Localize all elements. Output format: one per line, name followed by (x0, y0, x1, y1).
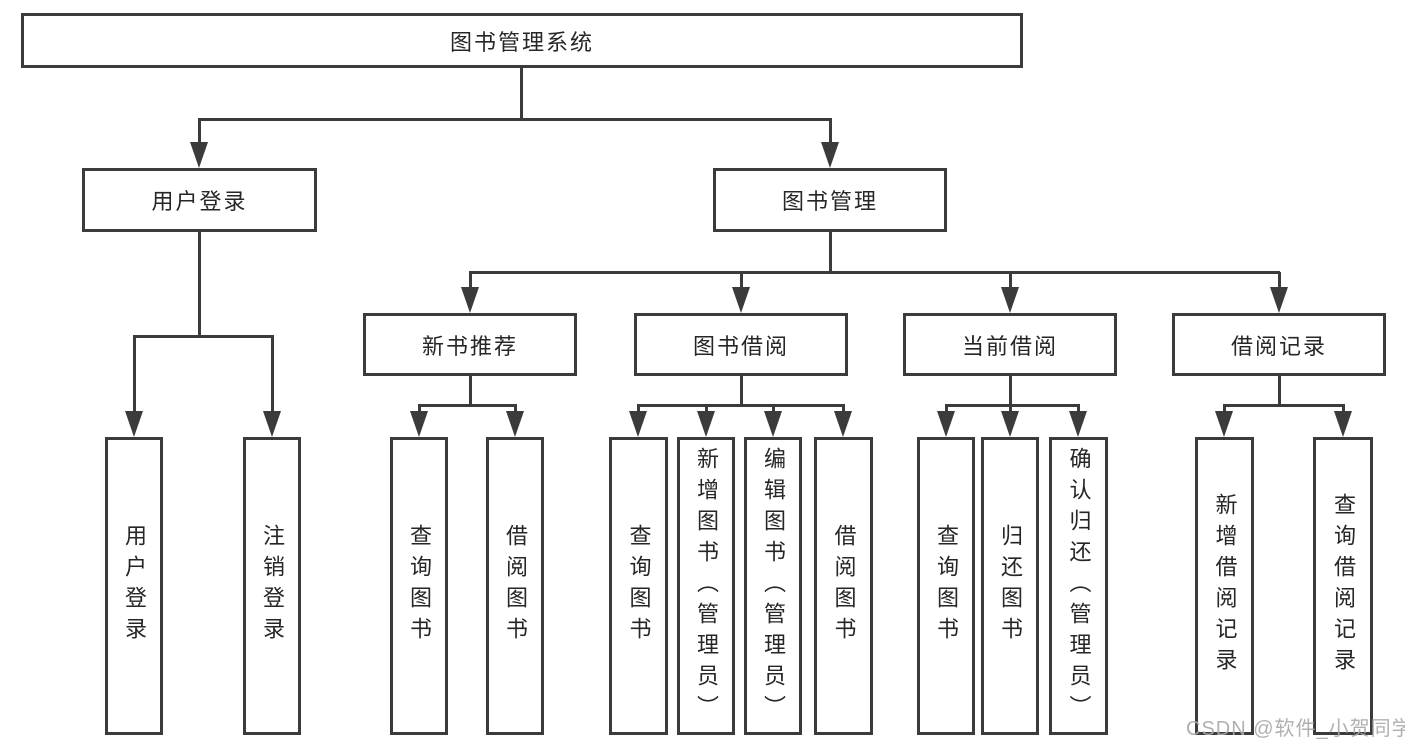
arrowhead-leaf-return-book (1001, 411, 1019, 437)
leaf-confirm-return-admin: 确认归还（管理员） (1049, 437, 1108, 735)
node-user-login: 用户登录 (82, 168, 317, 232)
connector-borrow-records-stem (1277, 376, 1281, 405)
leaf-user-login: 用户登录 (105, 437, 163, 735)
connector-new-book-recommend-bus (417, 403, 517, 407)
connector-book-management-bus (468, 270, 1280, 274)
connector-to-leaf-confirm-return (1076, 405, 1080, 413)
arrowhead-leaf-add-book (697, 411, 715, 437)
connector-to-leaf-user-login (132, 336, 136, 414)
connector-to-leaf-add-book (704, 405, 708, 413)
node-user-login-label: 用户登录 (151, 189, 248, 214)
connector-to-leaf-borrow-newrec (513, 405, 517, 413)
node-current-borrow: 当前借阅 (903, 313, 1117, 376)
leaf-user-login-label: 用户登录 (122, 524, 147, 648)
leaf-borrow-books-newrec-label: 借阅图书 (503, 524, 528, 648)
csdn-watermark: CSDN @软件_小贺同学 (1186, 718, 1405, 740)
connector-new-book-recommend-stem (468, 376, 472, 405)
connector-to-leaf-query-newrec (417, 405, 421, 413)
node-borrow-records-label: 借阅记录 (1230, 333, 1327, 359)
connector-current-borrow-bus (944, 403, 1080, 407)
connector-root-to-book-management (828, 119, 832, 145)
connector-to-leaf-query-current (944, 405, 948, 413)
leaf-logout: 注销登录 (243, 437, 301, 735)
connector-to-book-borrow (739, 272, 743, 289)
node-new-book-recommend: 新书推荐 (363, 313, 577, 376)
leaf-add-borrow-record-label: 新增借阅记录 (1212, 493, 1238, 679)
connector-to-leaf-query-record (1341, 405, 1345, 413)
leaf-query-books-newrec: 查询图书 (390, 437, 448, 735)
leaf-edit-book-admin: 编辑图书（管理员） (744, 437, 802, 735)
leaf-add-book-admin: 新增图书（管理员） (677, 437, 735, 735)
leaf-query-books-borrow: 查询图书 (609, 437, 668, 735)
node-book-management-label: 图书管理 (781, 189, 878, 214)
connector-to-borrow-records (1277, 272, 1281, 289)
arrowhead-leaf-query-record (1334, 411, 1352, 437)
connector-to-leaf-return-book (1008, 405, 1012, 413)
leaf-return-book-label: 归还图书 (998, 524, 1023, 648)
arrowhead-user-login (190, 142, 208, 168)
connector-current-borrow-stem (1008, 376, 1012, 405)
connector-root-to-user-login (197, 119, 201, 145)
arrowhead-book-borrow (732, 287, 750, 313)
arrowhead-leaf-logout (263, 411, 281, 437)
connector-borrow-records-bus (1222, 403, 1345, 407)
arrowhead-leaf-user-login (125, 411, 143, 437)
node-root-label: 图书管理系统 (449, 29, 594, 55)
leaf-query-borrow-record: 查询借阅记录 (1313, 437, 1373, 735)
leaf-borrow-books-borrow: 借阅图书 (814, 437, 873, 735)
arrowhead-leaf-confirm-return (1069, 411, 1087, 437)
arrowhead-borrow-records (1270, 287, 1288, 313)
leaf-return-book: 归还图书 (981, 437, 1039, 735)
arrowhead-leaf-borrow-newrec (506, 411, 524, 437)
leaf-borrow-books-newrec: 借阅图书 (486, 437, 544, 735)
arrowhead-leaf-query-borrow (629, 411, 647, 437)
connector-to-leaf-borrow-book (841, 405, 845, 413)
connector-to-leaf-query-borrow (636, 405, 640, 413)
arrowhead-current-borrow (1001, 287, 1019, 313)
arrowhead-leaf-query-current (937, 411, 955, 437)
connector-to-leaf-edit-book (771, 405, 775, 413)
leaf-add-book-admin-label: 新增图书（管理员） (694, 446, 719, 726)
arrowhead-leaf-add-record (1215, 411, 1233, 437)
node-book-borrow: 图书借阅 (634, 313, 848, 376)
connector-to-current-borrow (1008, 272, 1012, 289)
node-current-borrow-label: 当前借阅 (961, 333, 1058, 359)
node-book-borrow-label: 图书借阅 (692, 333, 789, 359)
connector-to-leaf-logout (270, 336, 274, 414)
arrowhead-book-management (821, 142, 839, 168)
leaf-borrow-books-borrow-label: 借阅图书 (831, 524, 857, 648)
arrowhead-new-book-recommend (461, 287, 479, 313)
leaf-query-books-current: 查询图书 (917, 437, 975, 735)
connector-book-borrow-stem (739, 376, 743, 405)
leaf-confirm-return-admin-label: 确认归还（管理员） (1066, 446, 1092, 726)
connector-root-bus (197, 117, 832, 121)
node-root: 图书管理系统 (21, 13, 1023, 68)
leaf-query-borrow-record-label: 查询借阅记录 (1331, 493, 1356, 679)
leaf-edit-book-admin-label: 编辑图书（管理员） (761, 446, 786, 726)
leaf-query-books-current-label: 查询图书 (934, 524, 959, 648)
connector-root-stem (519, 68, 523, 119)
leaf-logout-label: 注销登录 (260, 524, 285, 648)
connector-user-login-bus (132, 334, 274, 338)
connector-book-management-stem (828, 232, 832, 272)
leaf-add-borrow-record: 新增借阅记录 (1195, 437, 1254, 735)
arrowhead-leaf-borrow-book (834, 411, 852, 437)
arrowhead-leaf-edit-book (764, 411, 782, 437)
node-borrow-records: 借阅记录 (1172, 313, 1386, 376)
arrowhead-leaf-query-newrec (410, 411, 428, 437)
connector-to-leaf-add-record (1222, 405, 1226, 413)
node-book-management: 图书管理 (713, 168, 947, 232)
leaf-query-books-borrow-label: 查询图书 (626, 524, 652, 648)
connector-user-login-stem (197, 232, 201, 336)
node-new-book-recommend-label: 新书推荐 (421, 333, 518, 359)
connector-book-borrow-bus (636, 403, 845, 407)
connector-to-new-book-recommend (468, 272, 472, 289)
leaf-query-books-newrec-label: 查询图书 (407, 524, 432, 648)
